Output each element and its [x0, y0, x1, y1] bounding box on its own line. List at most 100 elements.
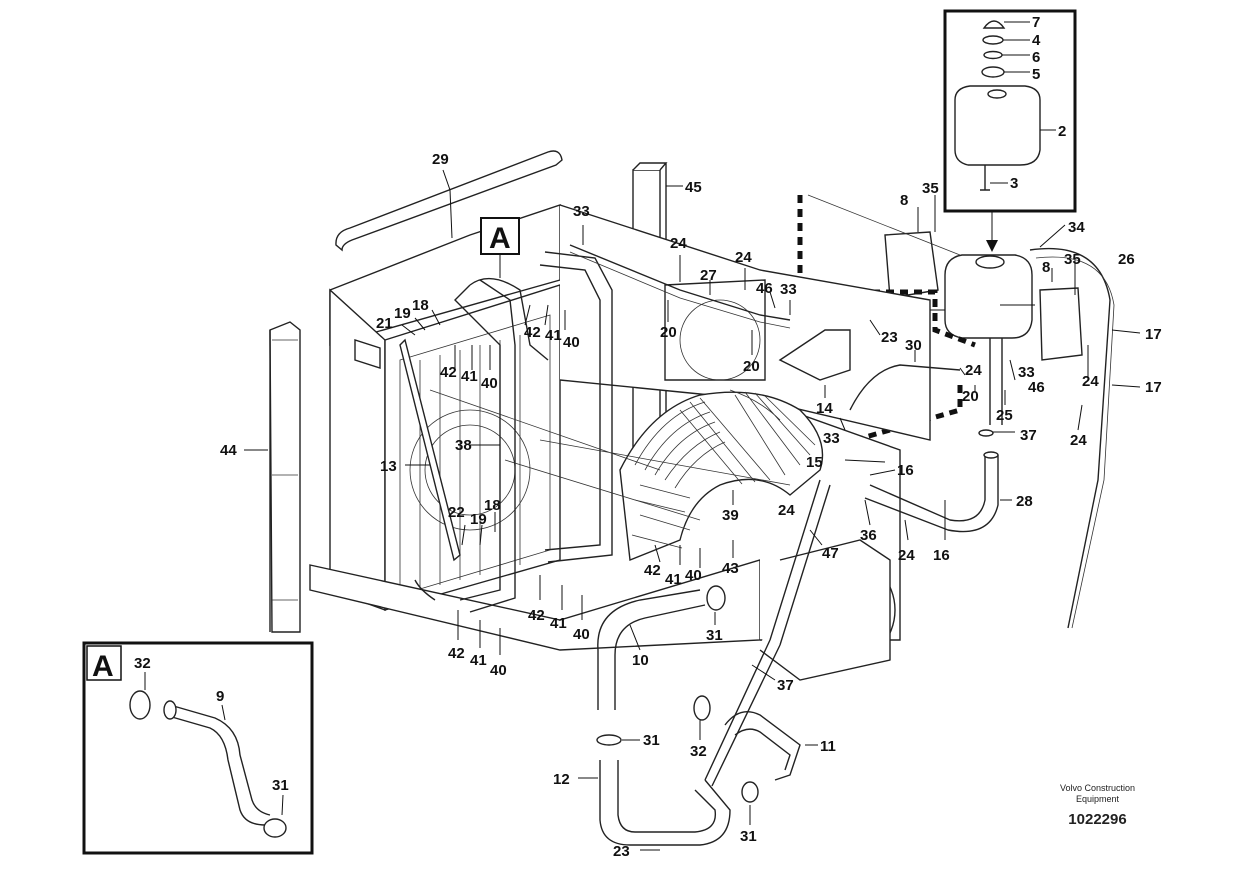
callout-6: 6 [1032, 49, 1040, 66]
callout-24: 24 [670, 235, 687, 252]
callout-2: 2 [1058, 123, 1066, 140]
seal-strip [335, 150, 563, 252]
callout-17: 17 [1145, 379, 1162, 396]
callout-24: 24 [1070, 432, 1087, 449]
callout-40: 40 [481, 375, 498, 392]
callout-31: 31 [740, 828, 757, 845]
drawing-number: 1022296 [1068, 811, 1127, 828]
callout-12: 12 [553, 771, 570, 788]
hose-11 [693, 695, 801, 803]
hose-10 [597, 585, 726, 710]
callout-40: 40 [490, 662, 507, 679]
callout-26: 26 [1118, 251, 1135, 268]
vent-line-dashed [797, 195, 976, 443]
detail-label-a: A [489, 222, 511, 255]
callout-8: 8 [900, 192, 908, 209]
callout-41: 41 [545, 327, 562, 344]
callout-22: 22 [448, 504, 465, 521]
brace-13 [399, 338, 461, 562]
callout-44: 44 [220, 442, 237, 459]
callout-8: 8 [1042, 259, 1050, 276]
callout-32: 32 [690, 743, 707, 760]
callout-29: 29 [432, 151, 449, 168]
callout-42: 42 [440, 364, 457, 381]
callout-3: 3 [1010, 175, 1018, 192]
callout-23: 23 [881, 329, 898, 346]
callout-40: 40 [573, 626, 590, 643]
callout-9: 9 [216, 688, 224, 705]
callout-16: 16 [897, 462, 914, 479]
callout-24: 24 [735, 249, 752, 266]
callout-18: 18 [484, 497, 501, 514]
callout-42: 42 [524, 324, 541, 341]
callout-42: 42 [448, 645, 465, 662]
callout-41: 41 [665, 571, 682, 588]
callout-16: 16 [933, 547, 950, 564]
callout-41: 41 [461, 368, 478, 385]
callout-11: 11 [820, 738, 836, 755]
inset-detail-a [82, 641, 314, 855]
callout-30: 30 [905, 337, 922, 354]
callout-4: 4 [1032, 32, 1041, 49]
callout-10: 10 [632, 652, 649, 669]
callout-38: 38 [455, 437, 472, 454]
callout-24: 24 [898, 547, 915, 564]
callout-23: 23 [613, 843, 630, 860]
callout-24: 24 [1082, 373, 1099, 390]
callout-27: 27 [700, 267, 717, 284]
callout-33: 33 [823, 430, 840, 447]
callout-14: 14 [816, 400, 833, 417]
callout-34: 34 [1068, 219, 1085, 236]
callout-20: 20 [743, 358, 760, 375]
callout-42: 42 [644, 562, 661, 579]
callout-18: 18 [412, 297, 429, 314]
callout-36: 36 [860, 527, 877, 544]
bracket-14 [778, 329, 851, 381]
callout-7: 7 [1032, 14, 1040, 31]
inset-label-a: A [92, 650, 114, 683]
callout-42: 42 [528, 607, 545, 624]
company-name: Volvo Construction Equipment [1059, 783, 1136, 804]
callout-37: 37 [777, 677, 794, 694]
expansion-tank [884, 231, 1115, 629]
callout-19: 19 [470, 511, 487, 528]
callout-19: 19 [394, 305, 411, 322]
callout-15: 15 [806, 454, 823, 471]
callout-28: 28 [1016, 493, 1033, 510]
callout-46: 46 [756, 280, 773, 297]
callout-31: 31 [643, 732, 660, 749]
fan-guard [619, 389, 824, 561]
drawing-credit: Volvo Construction Equipment 1022296 [1040, 783, 1155, 828]
callout-43: 43 [722, 560, 739, 577]
callout-33: 33 [780, 281, 797, 298]
callout-5: 5 [1032, 66, 1040, 83]
callout-17: 17 [1145, 326, 1162, 343]
side-post-44 [269, 321, 301, 633]
engine-flywheel [759, 539, 896, 681]
callout-33: 33 [573, 203, 590, 220]
callout-20: 20 [660, 324, 677, 341]
callout-13: 13 [380, 458, 397, 475]
tank-detail-box [943, 9, 1077, 252]
callout-25: 25 [996, 407, 1013, 424]
callout-35: 35 [922, 180, 939, 197]
callout-40: 40 [563, 334, 580, 351]
radiator-housing [309, 204, 761, 651]
callout-24: 24 [778, 502, 795, 519]
detail-marker-a [480, 217, 520, 278]
callout-39: 39 [722, 507, 739, 524]
callout-24: 24 [965, 362, 982, 379]
callout-45: 45 [685, 179, 702, 196]
callout-41: 41 [470, 652, 487, 669]
callout-40: 40 [685, 567, 702, 584]
callout-31: 31 [706, 627, 723, 644]
callout-32: 32 [134, 655, 151, 672]
callout-21: 21 [376, 315, 393, 332]
hose-47 [704, 479, 831, 787]
callout-37: 37 [1020, 427, 1037, 444]
callout-20: 20 [962, 388, 979, 405]
callout-33: 33 [1018, 364, 1035, 381]
callout-47: 47 [822, 545, 839, 562]
callout-35: 35 [1064, 251, 1081, 268]
